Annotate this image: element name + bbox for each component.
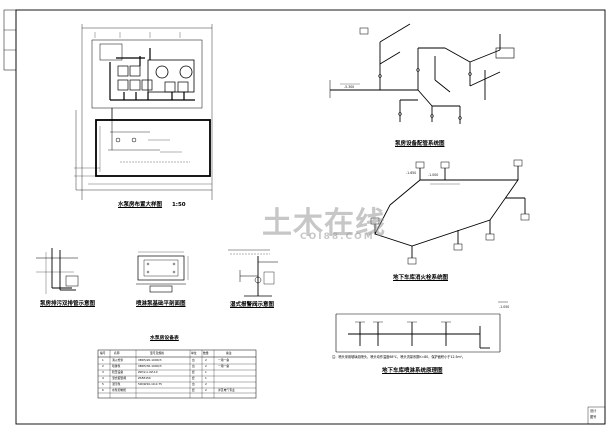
- table-cell: 1: [205, 376, 207, 380]
- title-drain-pipe: 泵房排污双排管示意图: [40, 301, 96, 307]
- title-block: [587, 406, 606, 425]
- table-cell: 2: [102, 364, 104, 368]
- table-cell: 消火栓泵: [112, 358, 124, 362]
- table-cell: 3: [102, 370, 104, 374]
- sump-pit: [95, 119, 211, 177]
- table-cell: 套: [192, 376, 195, 380]
- table-header-cell: 单位: [191, 351, 197, 355]
- equipment-table-text: 编号 名称 型号及规格 单位 数量 备注 1 消火栓泵 XBD5/20-100D…: [98, 350, 256, 398]
- table-cell: 5: [102, 382, 104, 386]
- table-cell: XBD5/20-100D/3: [138, 358, 162, 362]
- drain-pipe-diagram: [36, 248, 79, 294]
- table-cell: 2: [205, 388, 207, 392]
- table-cell: 2: [205, 382, 207, 386]
- table-header-cell: 数量: [203, 351, 209, 355]
- table-cell: ZSFZ150: [138, 376, 151, 380]
- table-cell: 2: [205, 358, 207, 362]
- title-sprinkler: 地下车库喷淋系统原理图: [382, 368, 443, 374]
- table-cell: 湿式报警阀: [112, 376, 126, 380]
- level-label-2: -1.000: [428, 173, 439, 177]
- table-cell: 台: [192, 382, 195, 386]
- table-cell: 水泵控制柜: [112, 388, 126, 392]
- table-cell: 4: [102, 376, 104, 380]
- table-cell: 50QW10-10-0.75: [138, 382, 162, 386]
- title-table: 水泵房设备表: [150, 336, 179, 341]
- table-cell: 2: [205, 364, 207, 368]
- table-header-row: 编号 名称 型号及规格 单位 数量 备注: [98, 352, 256, 357]
- table-cell: 6: [102, 388, 104, 392]
- watermark-text: 土木在线: [262, 206, 386, 241]
- watermark-sub: COI88.COM: [300, 232, 375, 242]
- foundation-diagram: [136, 251, 189, 293]
- level-label-1: -1.650: [406, 171, 417, 175]
- table-cell: 一用一备: [218, 364, 230, 368]
- table-cell: XBD5/30-100D/3: [138, 364, 162, 368]
- title-garage-fire: 地下车库消火栓系统图: [393, 275, 449, 281]
- table-cell: 1: [205, 370, 207, 374]
- title-foundation: 喷淋泵基础平剖面图: [136, 301, 186, 307]
- table-cell: 喷淋泵: [112, 364, 121, 368]
- binding-strip: [3, 9, 17, 71]
- table-cell: 1: [102, 358, 104, 362]
- title-block-label-1: 设计: [590, 409, 597, 413]
- level-label-3: -1.050: [499, 305, 510, 309]
- table-cell: 潜污泵: [112, 382, 121, 386]
- title-wet-alarm: 湿式报警阀示意图: [230, 302, 275, 308]
- title-block-label-2: 图号: [590, 415, 597, 419]
- table-cell: 台: [192, 358, 195, 362]
- sprinkler-note: 注：喷头采用玻璃泡喷头，喷头动作温度68℃，喷头流量系数K=80，保护面积小于1…: [332, 355, 466, 359]
- table-cell: 一用一备: [218, 358, 230, 362]
- table-cell: 台: [192, 364, 195, 368]
- pump-room-plan: [74, 24, 213, 200]
- title-pump-room-scale: 1:50: [171, 202, 186, 208]
- table-cell: 套: [192, 388, 195, 392]
- level-label-4: -5.300: [344, 85, 355, 89]
- table-cell: 稳压设备: [112, 370, 124, 374]
- table-header-cell: 备注: [226, 351, 232, 355]
- equip-system-diagram: [329, 23, 515, 124]
- table-header-cell: 型号及规格: [150, 351, 164, 355]
- table-header-cell: 编号: [100, 351, 106, 355]
- title-equip-system: 泵房设备配管系统图: [395, 141, 445, 147]
- wet-alarm-diagram: [228, 249, 278, 297]
- table-cell: 详见电气专业: [218, 388, 235, 392]
- watermark-logo: 土木在线: [262, 198, 386, 242]
- title-pump-room: 水泵房布置大样图 1:50: [118, 202, 186, 209]
- drawing-border: [15, 9, 606, 425]
- sprinkler-diagram: [335, 301, 508, 353]
- table-cell: 套: [192, 370, 195, 374]
- table-header-cell: 名称: [114, 351, 120, 355]
- garage-fire-system: [370, 159, 530, 265]
- title-pump-room-text: 水泵房布置大样图: [118, 202, 163, 208]
- equipment-table: [97, 349, 257, 399]
- table-cell: ZW(L)-I-XZ-10: [138, 370, 158, 374]
